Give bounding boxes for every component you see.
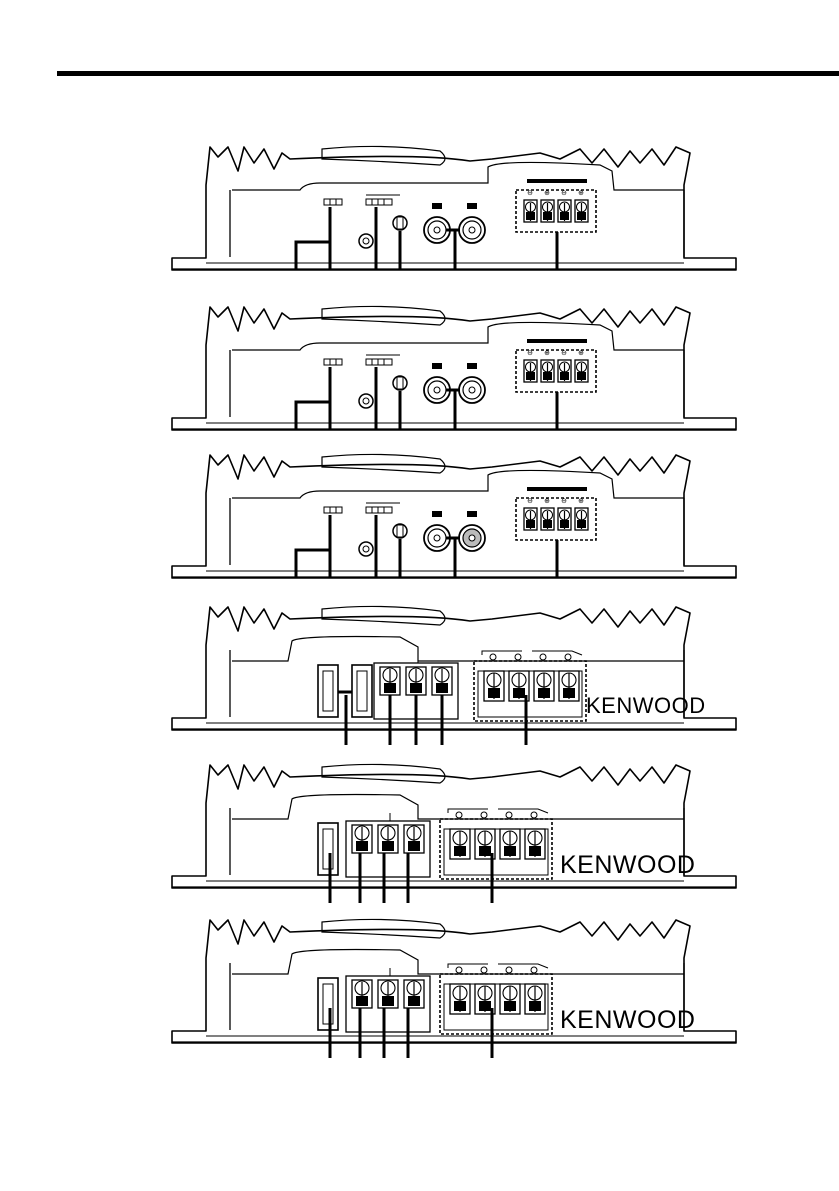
- svg-text:⊕: ⊕: [578, 349, 584, 357]
- filter-switch: [366, 359, 392, 365]
- svg-text:⊕: ⊕: [544, 497, 550, 505]
- power-panel-1: [172, 606, 736, 745]
- filter-switch: [366, 199, 392, 205]
- power-indicator: [359, 234, 373, 248]
- mode-switch: [324, 359, 342, 365]
- fuse-holder: [352, 665, 372, 717]
- signal-panel-3: ⊖ ⊕ ⊖ ⊕: [172, 454, 736, 578]
- mode-switch: [324, 199, 342, 205]
- power-indicator: [359, 542, 373, 556]
- brand-logo: KENWOOD: [560, 851, 695, 880]
- mode-switch: [324, 507, 342, 513]
- svg-text:⊖: ⊖: [561, 189, 567, 197]
- fuse-holder: [318, 665, 338, 717]
- svg-text:⊕: ⊕: [578, 189, 584, 197]
- filter-switch: [366, 507, 392, 513]
- svg-text:⊖: ⊖: [527, 497, 533, 505]
- fuse-holder: [318, 823, 338, 875]
- svg-text:⊕: ⊕: [544, 189, 550, 197]
- power-panel-2: [172, 764, 736, 903]
- svg-text:⊕: ⊕: [578, 497, 584, 505]
- signal-panel-1: ⊖ ⊕ ⊖ ⊕: [172, 146, 736, 270]
- svg-text:⊖: ⊖: [527, 349, 533, 357]
- svg-text:⊕: ⊕: [544, 349, 550, 357]
- brand-logo: KENWOOD: [560, 1006, 695, 1035]
- signal-panel-2: ⊖ ⊕ ⊖ ⊕: [172, 306, 736, 430]
- svg-text:⊖: ⊖: [561, 349, 567, 357]
- svg-text:⊖: ⊖: [561, 497, 567, 505]
- power-indicator: [359, 394, 373, 408]
- svg-text:⊖: ⊖: [527, 189, 533, 197]
- power-panel-3: [172, 919, 736, 1058]
- fuse-holder: [318, 978, 338, 1030]
- brand-logo: KENWOOD: [586, 693, 706, 719]
